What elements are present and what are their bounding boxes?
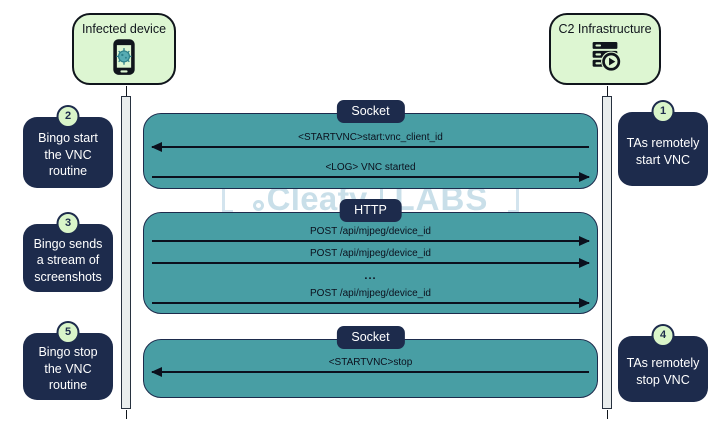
message-text: <STARTVNC>start:vnc_client_id: [298, 132, 443, 143]
message-text: <LOG> VNC started: [325, 162, 416, 173]
infected-phone-icon: [108, 38, 140, 76]
step-text: TAs remotely stop VNC: [626, 356, 700, 387]
message-post-mjpeg-1: POST /api/mjpeg/device_id: [152, 226, 590, 245]
cleafy-logo-icon: [252, 199, 264, 211]
http-stream-section: HTTP POST /api/mjpeg/device_id POST /api…: [143, 199, 598, 314]
message-startvnc-stop: <STARTVNC>stop: [151, 357, 589, 376]
step-badge-3: 3: [56, 212, 80, 235]
actor-label: Infected device: [81, 22, 167, 36]
step-badge-4: 4: [651, 324, 675, 347]
message-arrow-left: [151, 367, 589, 376]
lifeline-end-tick: [125, 410, 128, 419]
lifeline-connector: [606, 86, 609, 96]
step-badge-2: 2: [56, 105, 80, 128]
lifeline-infected-device: [121, 96, 131, 409]
c2-server-icon: [587, 38, 623, 74]
protocol-label-socket: Socket: [336, 326, 405, 349]
actor-infected-device: Infected device: [72, 13, 176, 85]
message-post-mjpeg-2: POST /api/mjpeg/device_id: [152, 248, 590, 267]
message-startvnc-start: <STARTVNC>start:vnc_client_id: [151, 132, 589, 151]
message-text: POST /api/mjpeg/device_id: [310, 248, 431, 259]
step-text: TAs remotely start VNC: [626, 136, 700, 167]
message-post-mjpeg-3: POST /api/mjpeg/device_id: [152, 288, 590, 307]
step-box-3: 3 Bingo sends a stream of screenshots: [23, 212, 113, 292]
step-badge-5: 5: [56, 321, 80, 344]
protocol-label-socket: Socket: [336, 100, 405, 123]
step-text: Bingo start the VNC routine: [38, 131, 98, 179]
message-ellipsis: ...: [152, 269, 589, 283]
watermark-right-bracket: [508, 185, 520, 213]
step-text: Bingo stop the VNC routine: [38, 345, 98, 393]
actor-label: C2 Infrastructure: [558, 22, 652, 36]
step-box-5: 5 Bingo stop the VNC routine: [23, 321, 113, 400]
message-arrow-left: [151, 142, 589, 151]
step-box-2: 2 Bingo start the VNC routine: [23, 105, 113, 188]
step-badge-1: 1: [651, 100, 675, 123]
message-log-vnc-started: <LOG> VNC started: [152, 162, 590, 181]
protocol-label-http: HTTP: [339, 199, 402, 222]
watermark-left-bracket: [221, 185, 233, 213]
ellipsis-text: ...: [364, 270, 377, 282]
lifeline-connector: [125, 86, 128, 96]
message-text: POST /api/mjpeg/device_id: [310, 288, 431, 299]
step-text: Bingo sends a stream of screenshots: [33, 236, 103, 284]
message-arrow-right: [152, 258, 590, 267]
message-arrow-right: [152, 236, 590, 245]
message-arrow-right: [152, 172, 590, 181]
lifeline-c2-infrastructure: [602, 96, 612, 409]
socket-start-section: Socket <STARTVNC>start:vnc_client_id <LO…: [143, 100, 598, 189]
message-arrow-right: [152, 298, 590, 307]
message-text: POST /api/mjpeg/device_id: [310, 226, 431, 237]
message-text: <STARTVNC>stop: [328, 357, 413, 368]
step-box-4: 4 TAs remotely stop VNC: [618, 324, 708, 402]
socket-stop-section: Socket <STARTVNC>stop: [143, 326, 598, 398]
actor-c2-infrastructure: C2 Infrastructure: [549, 13, 661, 85]
step-box-1: 1 TAs remotely start VNC: [618, 100, 708, 186]
lifeline-end-tick: [606, 410, 609, 419]
